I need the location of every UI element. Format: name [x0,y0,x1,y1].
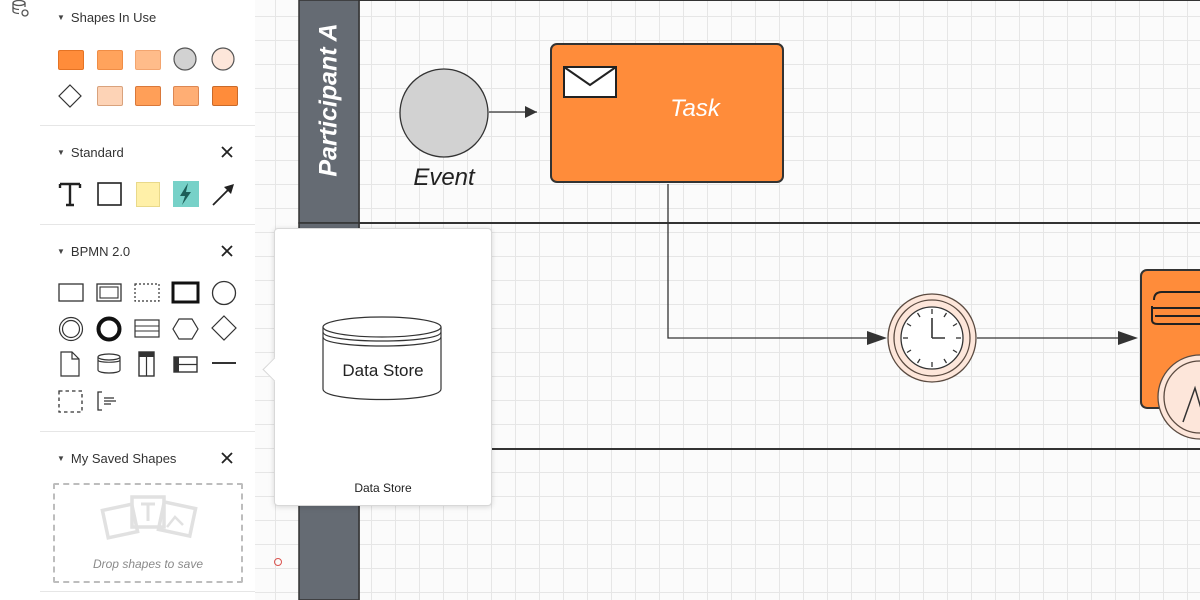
database-icon[interactable] [10,0,30,18]
shape-orange-rect-3[interactable] [135,86,161,106]
bpmn-end-event-icon[interactable] [95,315,123,343]
collapse-triangle-icon: ▼ [57,246,65,256]
bpmn-gateway-icon[interactable] [210,314,238,342]
bpmn-vertical-pool-icon[interactable] [135,350,159,378]
drop-hint: Drop shapes to save [92,557,204,571]
envelope-icon [563,66,617,98]
shape-orange-rect[interactable] [58,50,84,70]
section-shapes-in-use: ▼ Shapes In Use [40,0,255,126]
section-title: Standard [70,144,124,160]
bpmn-annotation-icon[interactable] [95,389,123,415]
section-header[interactable]: ▼ Shapes In Use [57,7,156,27]
shape-peach-rect[interactable] [97,86,123,106]
action-shape-icon[interactable] [172,180,200,208]
text-tool-icon[interactable] [57,180,83,208]
shape-gray-circle[interactable] [172,46,198,72]
lane-label-container: Participant A [299,0,359,223]
bpmn-dashed-group-icon[interactable] [57,389,85,415]
section-title: Shapes In Use [70,9,157,25]
data-store-preview-label: Data Store [342,361,424,380]
shape-orange-rect-5[interactable] [212,86,238,106]
close-icon[interactable] [219,450,235,466]
arrowhead-icon [867,331,887,345]
bpmn-data-object-icon[interactable] [58,350,82,378]
bpmn-conversation-icon[interactable] [171,316,201,342]
shape-light-orange-rect[interactable] [135,50,161,70]
bpmn-call-activity-icon[interactable] [171,281,201,305]
data-store-preview[interactable] [320,313,446,407]
event-label: Event [413,164,475,191]
bpmn-data-store-icon[interactable] [95,352,123,376]
bpmn-group-icon[interactable] [133,282,161,304]
bpmn-divider-icon[interactable] [210,356,238,370]
close-icon[interactable] [219,144,235,160]
shape-orange-rect-4[interactable] [173,86,199,106]
task-label: Task [670,95,720,122]
sticky-note-icon[interactable] [136,182,160,207]
collapse-triangle-icon: ▼ [57,12,65,22]
shapes-panel: ▼ Shapes In Use ▼ Standard [40,0,256,600]
section-bpmn: ▼ BPMN 2.0 [40,224,255,432]
left-rail [0,0,41,600]
section-header[interactable]: ▼ BPMN 2.0 [57,241,130,261]
section-saved-shapes: ▼ My Saved Shapes [40,431,255,592]
popover-caption: Data Store [354,481,412,495]
shape-peach-circle[interactable] [210,46,236,72]
collapse-triangle-icon: ▼ [57,147,65,157]
shape-orange-rect-2[interactable] [97,50,123,70]
anchor-point[interactable] [274,558,282,566]
saved-shapes-drop-zone[interactable]: Drop shapes to save [53,483,243,583]
section-header[interactable]: ▼ My Saved Shapes [57,448,176,468]
bpmn-start-event-icon[interactable] [210,280,238,308]
section-standard: ▼ Standard [40,125,255,225]
arrow-line-icon[interactable] [210,180,238,208]
shape-diamond[interactable] [57,83,83,109]
bpmn-horizontal-pool-icon[interactable] [171,354,201,376]
bpmn-intermediate-event-icon[interactable] [57,315,85,343]
close-icon[interactable] [219,243,235,259]
lane-label: Participant A [314,23,343,177]
shape-preview-popover: Data Store Data Store [262,228,492,506]
connector[interactable] [667,184,877,339]
manual-task-hand-icon [1151,291,1200,325]
arrowhead-icon [525,106,537,118]
bpmn-subprocess-icon[interactable] [95,282,123,304]
section-title: BPMN 2.0 [70,243,131,259]
arrowhead-icon [1118,331,1138,345]
event-circle[interactable] [399,68,489,158]
rectangle-shape-icon[interactable] [96,180,124,208]
saved-shapes-illustration-icon [100,495,198,540]
timer-event[interactable] [887,293,977,383]
bpmn-task-icon[interactable] [57,282,85,304]
escalation-event[interactable] [1157,354,1200,440]
section-header[interactable]: ▼ Standard [57,142,124,162]
section-title: My Saved Shapes [70,450,177,466]
collapse-triangle-icon: ▼ [57,453,65,463]
bpmn-lane-icon[interactable] [133,318,161,340]
